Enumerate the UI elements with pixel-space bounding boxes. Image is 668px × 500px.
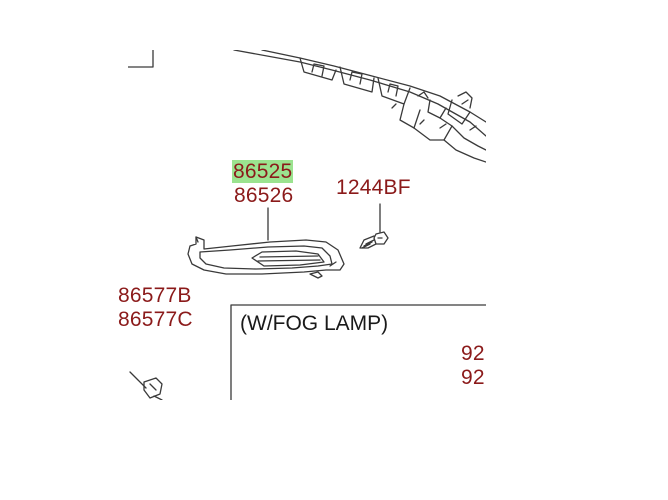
bolt-lower-left-drawing: [129, 371, 163, 400]
part-label-86526[interactable]: 86526: [234, 184, 294, 207]
screw-1244BF-drawing: [359, 231, 389, 249]
fog-lamp-callout-box: [230, 304, 486, 400]
part-label-92-upper[interactable]: 92: [461, 342, 485, 365]
label-layer: 86525 86526 1244BF 86577B 86577C (W/FOG …: [118, 50, 486, 400]
part-label-86577C[interactable]: 86577C: [118, 308, 193, 331]
part-label-86577B[interactable]: 86577B: [118, 284, 192, 307]
highlight-86525: 86525: [232, 160, 294, 183]
part-label-92-lower[interactable]: 92: [461, 366, 485, 389]
bumper-bracket-drawing: [233, 50, 486, 163]
bumper-trim-drawing: [187, 236, 345, 279]
frame-corner-mark: [128, 50, 154, 68]
fog-lamp-callout-title: (W/FOG LAMP): [240, 312, 389, 335]
part-label-1244BF[interactable]: 1244BF: [336, 176, 411, 199]
part-label-86525[interactable]: 86525: [232, 160, 294, 184]
